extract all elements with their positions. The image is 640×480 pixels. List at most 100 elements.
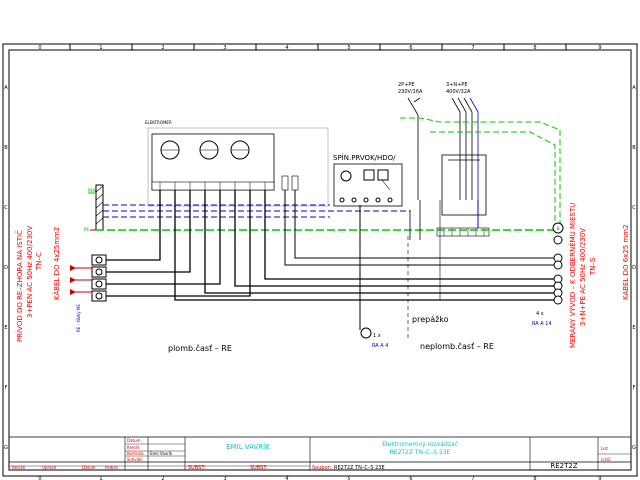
row-label-right-e: E — [632, 325, 635, 331]
pen-label: PEN — [88, 188, 96, 193]
meter-enclosure — [147, 127, 329, 207]
breaker-3p: 3+N+PE 400V/32A — [446, 82, 479, 200]
supply-small-note: RE – Nízký ME — [76, 304, 81, 332]
grid-bottom: 0 1 2 3 4 5 6 7 8 9 — [38, 476, 601, 480]
output-breaker-block — [436, 154, 490, 237]
ra4-count: 1 x — [373, 333, 381, 339]
breaker2-line1: 3+N+PE — [446, 82, 467, 88]
col-label-bottom-5: 5 — [347, 476, 350, 480]
breaker1-line2: 230V/16A — [398, 89, 423, 95]
tb-author-big: EMIL VAVRÍK — [226, 442, 270, 451]
row-label-left-g: G — [4, 445, 8, 451]
hdo-label: SPÍN.PRVOK/HDO/ — [333, 153, 396, 162]
tb-drawing-no: RE2T2Z — [550, 462, 577, 470]
tb-soubor-label: Soubor: — [312, 465, 332, 471]
supply-line-1: PRÍVOD DO RE–ZHORA NA ISTIČ — [15, 230, 24, 342]
grid-top: 0 1 2 3 4 5 6 7 8 9 — [38, 44, 602, 51]
fuse-ra-a4: 1 x RA A 4 — [360, 327, 388, 349]
row-label-left-a: A — [4, 85, 8, 91]
tb-revize: Revize — [12, 465, 26, 470]
col-label-7: 7 — [471, 45, 474, 51]
tb-project-line1: Elektromerový rozvádzač — [382, 441, 458, 448]
tb-list: List — [601, 446, 608, 451]
title-block: Datum Kreslil Kontrola Schválil Emil Vav… — [9, 436, 631, 471]
row-label-right-b: B — [632, 145, 636, 151]
neutral-wires — [103, 200, 479, 228]
output-line-1: MERANÝ VÝVOD – K ODBERNÉMU MIESTU — [568, 203, 577, 348]
col-label-bottom-2: 2 — [161, 476, 164, 480]
col-label-1: 1 — [99, 45, 102, 51]
row-label-left-f: F — [5, 385, 8, 391]
tb-schvalil: Schválil — [127, 457, 142, 462]
ra4-label: RA A 4 — [372, 343, 388, 349]
output-terminals: ⏚ — [552, 222, 564, 305]
output-line-4: KÁBEL DO 6x25 mm2 — [621, 224, 630, 300]
electricity-meter: ELEKTROMER — [145, 120, 329, 207]
phase-wires — [106, 190, 555, 330]
breaker2-line2: 400V/32A — [446, 89, 471, 95]
tb-datum: Datum — [127, 438, 141, 443]
output-line-2: 3+N+PE AC 50Hz 400/230V — [579, 228, 587, 326]
tb-kreslil: Kreslil — [127, 445, 139, 450]
out-pe-symbol: ⏚ — [555, 225, 560, 232]
outer-frame — [2, 43, 638, 477]
row-label-left-d: D — [4, 265, 8, 271]
row-label-left-e: E — [4, 325, 7, 331]
row-label-right-d: D — [632, 265, 636, 271]
col-label-3: 3 — [223, 45, 226, 51]
output-line-3: TN–S — [589, 257, 597, 276]
left-terminal-strip: PEN PE — [70, 184, 107, 302]
inner-frame — [8, 49, 632, 471]
col-label-bottom-7: 7 — [471, 476, 474, 480]
col-label-6: 6 — [409, 45, 412, 51]
tb-upravil: Upravil — [42, 465, 56, 470]
pe-aux-wire — [430, 131, 556, 225]
partition-label: prepážko — [412, 315, 449, 324]
col-label-8: 8 — [533, 45, 536, 51]
supply-line-2: 3+PEN AC 50Hz 400/230V — [26, 226, 34, 318]
tb-project-line2: RE2T2Z TN–C–S 23E — [390, 449, 451, 456]
row-label-right-c: C — [632, 205, 636, 211]
tb-soubor-value: RE2T2Z TN–C–S 23E — [334, 465, 385, 471]
col-label-bottom-6: 6 — [409, 476, 412, 480]
pe-top-wire — [400, 117, 561, 225]
hdo-switch-element: SPÍN.PRVOK/HDO/ — [333, 153, 403, 207]
output-terminal-strip — [436, 227, 490, 237]
grid-rows: A B C D E F G A B C D E F G — [4, 85, 636, 451]
breaker1-line1: 2P+PE — [398, 82, 415, 88]
col-label-0: 0 — [38, 45, 41, 51]
meter-label: ELEKTROMER — [145, 120, 172, 125]
row-label-left-b: B — [4, 145, 8, 151]
sealed-part-label: plomb.časť – RE — [168, 343, 232, 353]
ra14-label: RA A 14 — [532, 321, 552, 327]
col-label-4: 4 — [285, 45, 288, 51]
output-description: MERANÝ VÝVOD – K ODBERNÉMU MIESTU 3+N+PE… — [568, 203, 630, 348]
row-label-right-g: G — [632, 445, 636, 451]
tb-author-small: Emil Vavrík — [150, 451, 173, 456]
supply-description: PRÍVOD DO RE–ZHORA NA ISTIČ 3+PEN AC 50H… — [15, 226, 81, 342]
col-label-bottom-8: 8 — [533, 476, 536, 480]
supply-line-4: KÁBEL DO 4x25mm2 — [52, 227, 61, 300]
tb-subst1: SUBST: — [188, 465, 206, 471]
col-label-bottom-1: 1 — [99, 476, 102, 480]
ra14-count: 4 x — [536, 311, 544, 317]
fuse-ra-a14: 4 x RA A 14 — [532, 311, 552, 327]
row-label-right-f: F — [633, 385, 636, 391]
tb-datum-bottom: Datum — [82, 465, 96, 470]
col-label-bottom-0: 0 — [38, 476, 41, 480]
col-label-bottom-4: 4 — [285, 476, 288, 480]
unsealed-part-label: neplomb.časť – RE — [420, 341, 494, 351]
tb-kontrola: Kontrola — [127, 451, 144, 456]
breaker-1p: 2P+PE 230V/16A — [398, 82, 423, 200]
tb-listu: Listů — [601, 457, 611, 462]
col-label-9: 9 — [598, 45, 601, 51]
col-label-bottom-3: 3 — [223, 476, 226, 480]
tb-podpis: Podpis — [105, 465, 118, 470]
row-label-right-a: A — [632, 85, 636, 91]
col-label-5: 5 — [347, 45, 350, 51]
supply-line-3: TN–C — [35, 252, 43, 271]
col-label-2: 2 — [161, 45, 164, 51]
pe-label: PE — [84, 227, 89, 232]
col-label-bottom-9: 9 — [598, 476, 601, 480]
